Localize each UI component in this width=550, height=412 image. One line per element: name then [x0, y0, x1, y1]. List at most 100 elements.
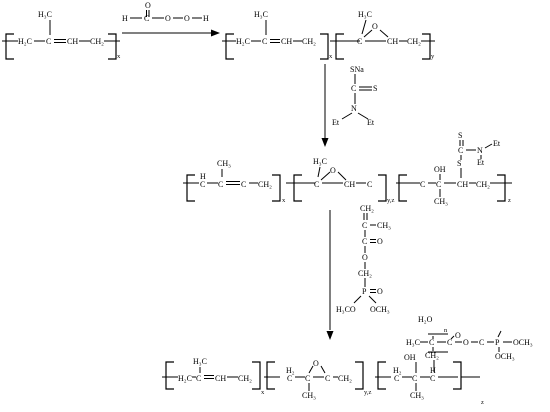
ch3-label: CH₃ [377, 221, 391, 230]
c-label-6: C [412, 374, 417, 383]
methoxy-bond-a [353, 295, 362, 304]
c-label: C [200, 180, 205, 189]
methoxy-label-2: OCH₃ [370, 305, 390, 314]
bracket-right-2 [378, 174, 387, 202]
bracket-left-3 [377, 361, 386, 390]
epoxide-o-label: O [313, 359, 319, 368]
methyl-label-3: CH₃ [434, 197, 448, 206]
subscript-x: x [282, 197, 286, 204]
c-label-8: C [458, 146, 463, 155]
h2c-label: H₂C [178, 374, 192, 383]
carbonyl-bond-g [450, 335, 455, 340]
h-label: H [122, 14, 128, 23]
subscript-z: z [508, 197, 511, 204]
h2c-label: H₂C [18, 37, 32, 46]
c-label-4: C [314, 180, 319, 189]
ch2-label: CH₂ [360, 204, 374, 213]
c-label-5: C [367, 180, 372, 189]
methyl-bond-2 [361, 19, 367, 35]
n-label: N [351, 104, 357, 113]
subscript-x: x [261, 389, 265, 396]
c-label: C [144, 14, 149, 23]
bracket-left-2 [266, 361, 275, 390]
subscript-yz: y,z [364, 389, 371, 396]
p-label-g: P [495, 338, 500, 347]
repeat-n: n [444, 327, 448, 334]
et-label-2: Et [367, 118, 375, 127]
ch2-label-2: CH₂ [358, 269, 372, 278]
carbonyl-o-g: O [455, 331, 461, 340]
step3-product: H₃C H₂C C CH CH₂ x H₂ C C O CH₃ C CH₂ y,… [162, 315, 533, 406]
ch2-label: CH₂ [238, 374, 252, 383]
h-label: H [430, 366, 436, 375]
sna-label: SNa [350, 65, 364, 74]
epoxide-bond-a [363, 29, 373, 38]
ch2-label-2: CH₂ [476, 180, 490, 189]
ethyl-bond-b [357, 112, 369, 120]
subscript-yz: y,z [387, 197, 394, 204]
methoxy-label-g: OCH₃ [513, 338, 533, 347]
c-label: C [196, 374, 201, 383]
bracket-right [272, 174, 281, 202]
h2-label-2: H₂ [393, 366, 402, 375]
c-label-2: C [218, 180, 223, 189]
p-label: P [362, 287, 367, 296]
ch-label: CH [281, 37, 292, 46]
c-label-g: C [429, 338, 434, 347]
c-label-7: C [430, 374, 435, 383]
s-label-2: S [458, 131, 462, 140]
ch-label-2: CH [387, 37, 398, 46]
subscript-x: x [329, 53, 333, 60]
methyl-label: CH₃ [217, 159, 231, 168]
bracket-left-2 [335, 33, 344, 60]
ch2-label-g: CH₂ [425, 351, 439, 360]
ch-label: CH [67, 37, 78, 46]
s-label: S [457, 159, 461, 168]
bracket-right-2 [355, 361, 364, 390]
bracket-left [186, 174, 195, 202]
ch3-label-2: CH₃ [410, 391, 424, 400]
ethyl-bond-a [341, 112, 353, 120]
c-label-3: C [305, 374, 310, 383]
epoxide-bond-a [320, 171, 331, 181]
c-label-3: C [241, 180, 246, 189]
c-label-g2: C [447, 338, 452, 347]
c-label-7: C [436, 180, 441, 189]
ethyl-bond-a [484, 143, 493, 149]
methyl-label: H₃C [38, 10, 52, 19]
c-label: C [362, 221, 367, 230]
c-label-6: C [420, 180, 425, 189]
c-label: C [46, 37, 51, 46]
n-label: N [477, 146, 483, 155]
ch3-label: CH₃ [302, 391, 316, 400]
c-label-2: C [362, 237, 367, 246]
bracket-right-3 [497, 174, 506, 202]
step2-product: CH₃ H C C C CH₂ x H₃C C O CH C y,z OH C … [183, 131, 512, 206]
ester-o-g: O [463, 338, 469, 347]
subscript-z: z [481, 399, 484, 406]
bracket-right [320, 33, 329, 60]
ch-label: CH [344, 180, 355, 189]
ch2-label: CH₂ [90, 37, 104, 46]
step2-reagent: SNa C S N Et Et [332, 65, 377, 127]
epoxide-o-label: O [330, 166, 336, 175]
epoxide-bond-a [308, 365, 314, 374]
bracket-left-3 [398, 174, 407, 202]
ch2-label-2: CH₂ [407, 37, 421, 46]
methyl-label-2: H₃C [358, 10, 372, 19]
epoxide-bond-b [379, 29, 389, 38]
ch2-label-2: CH₂ [338, 374, 352, 383]
c-label: C [262, 37, 267, 46]
methyl-label-g: H₃C [406, 338, 420, 347]
ch-label-2: CH [457, 180, 468, 189]
oh-label: OH [404, 353, 416, 362]
epoxide-bond-b [320, 365, 326, 374]
bracket-right [108, 33, 117, 60]
et-label: Et [493, 139, 501, 148]
bracket-left-2 [293, 174, 302, 202]
c-label-5: C [394, 374, 399, 383]
et-label: Et [332, 118, 340, 127]
c-label-2: C [357, 37, 362, 46]
methyl-bond-2 [317, 166, 321, 178]
bracket-right [252, 361, 261, 390]
